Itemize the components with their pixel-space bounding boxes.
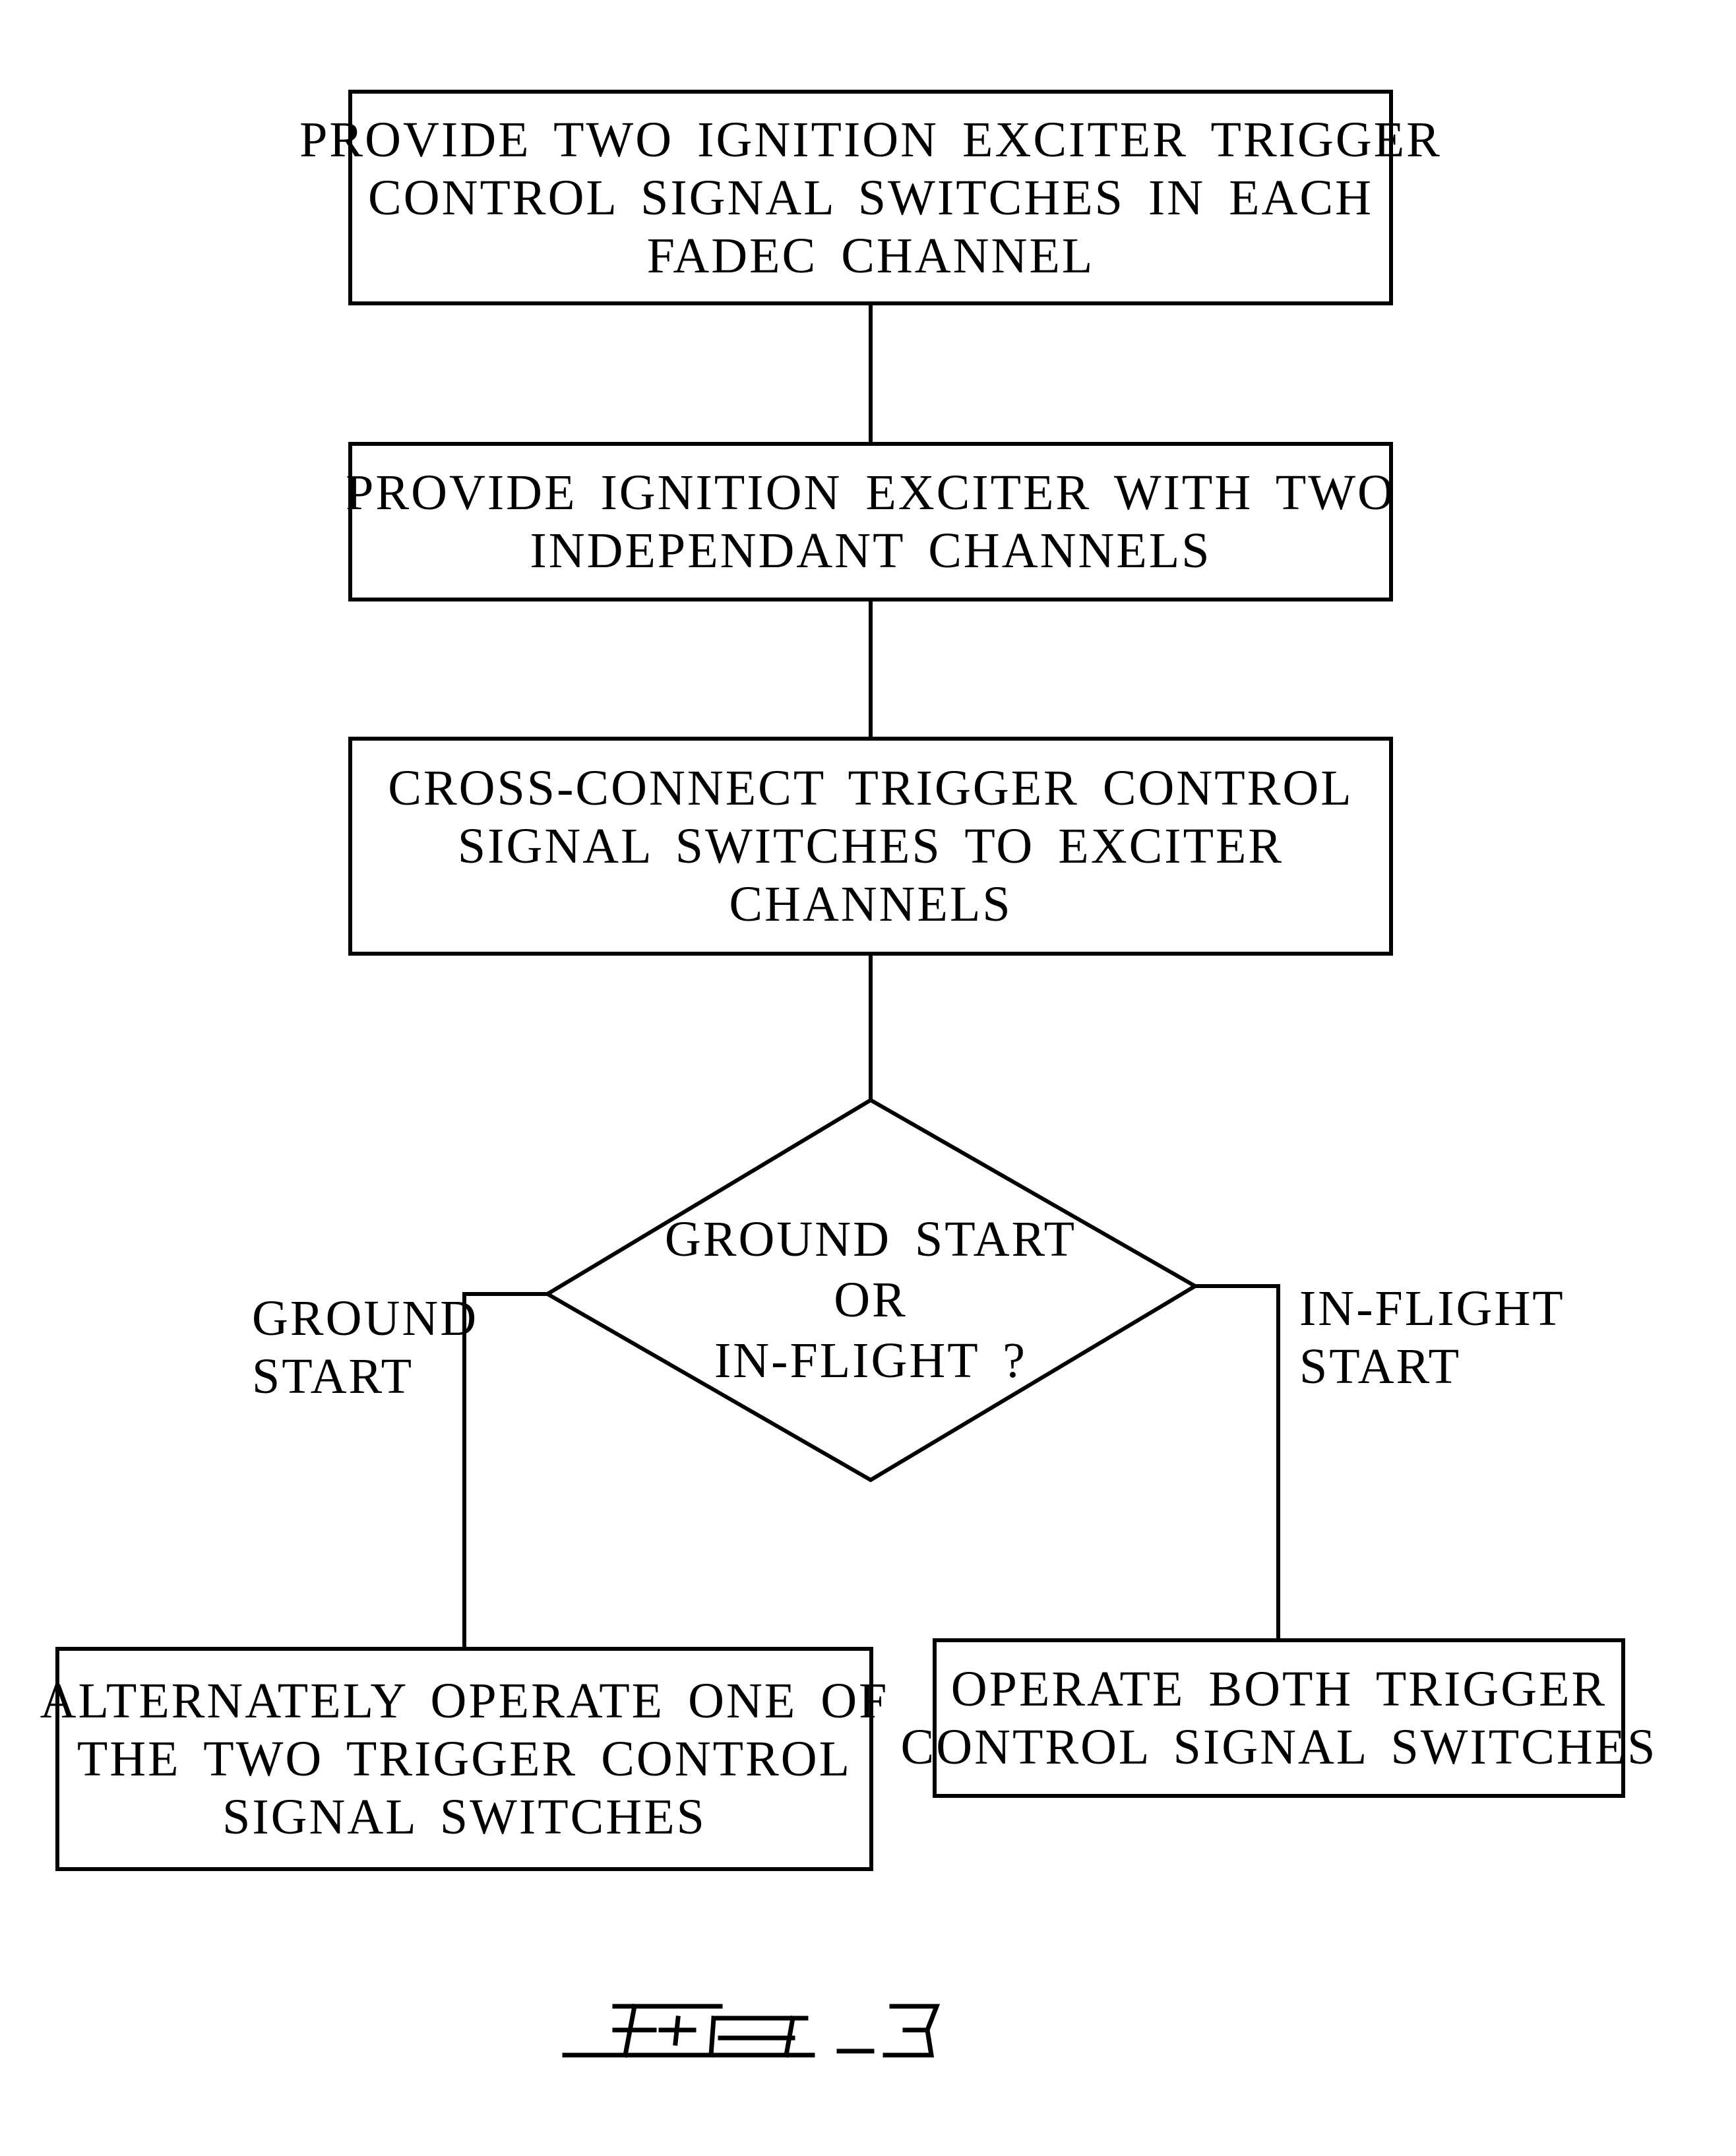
step-1-line-3: FADEC CHANNEL	[647, 227, 1095, 285]
step-cross-connect: CROSS-CONNECT TRIGGER CONTROL SIGNAL SWI…	[348, 737, 1393, 956]
step-3-line-3: CHANNELS	[729, 875, 1012, 933]
left-result-line-1: ALTERNATELY OPERATE ONE OF	[40, 1672, 889, 1730]
connector-in-flight-start	[1195, 1286, 1278, 1642]
decision-line-1: GROUND START	[660, 1210, 1082, 1268]
in-flight-start-label-line-2: START	[1299, 1338, 1565, 1396]
right-result-line-1: OPERATE BOTH TRIGGER	[951, 1660, 1607, 1718]
step-3-line-2: SIGNAL SWITCHES TO EXCITER	[458, 817, 1284, 875]
figure-label	[562, 1992, 997, 2071]
ground-start-label-line-1: GROUND	[252, 1289, 478, 1347]
step-2-line-2: INDEPENDANT CHANNELS	[530, 522, 1211, 580]
step-1-line-1: PROVIDE TWO IGNITION EXCITER TRIGGER	[299, 111, 1442, 169]
left-result-line-2: THE TWO TRIGGER CONTROL	[77, 1730, 852, 1788]
step-1-line-2: CONTROL SIGNAL SWITCHES IN EACH	[368, 169, 1373, 227]
in-flight-start-label: IN-FLIGHT START	[1299, 1279, 1565, 1396]
step-2-line-1: PROVIDE IGNITION EXCITER WITH TWO	[346, 464, 1396, 522]
decision-text: GROUND START OR IN-FLIGHT ?	[660, 1210, 1082, 1388]
left-result-line-3: SIGNAL SWITCHES	[222, 1788, 706, 1846]
step-3-line-1: CROSS-CONNECT TRIGGER CONTROL	[388, 759, 1353, 817]
decision-line-3: IN-FLIGHT ?	[660, 1332, 1082, 1390]
right-result-line-2: CONTROL SIGNAL SWITCHES	[901, 1718, 1658, 1776]
ground-start-label-line-2: START	[252, 1347, 478, 1405]
in-flight-start-label-line-1: IN-FLIGHT	[1299, 1279, 1565, 1338]
ground-start-label: GROUND START	[252, 1289, 478, 1405]
decision-line-2: OR	[660, 1271, 1082, 1329]
step-alternately-operate: ALTERNATELY OPERATE ONE OF THE TWO TRIGG…	[55, 1647, 873, 1871]
step-operate-both: OPERATE BOTH TRIGGER CONTROL SIGNAL SWIT…	[933, 1638, 1625, 1798]
step-provide-exciter-channels: PROVIDE IGNITION EXCITER WITH TWO INDEPE…	[348, 442, 1393, 601]
step-provide-switches: PROVIDE TWO IGNITION EXCITER TRIGGER CON…	[348, 90, 1393, 305]
